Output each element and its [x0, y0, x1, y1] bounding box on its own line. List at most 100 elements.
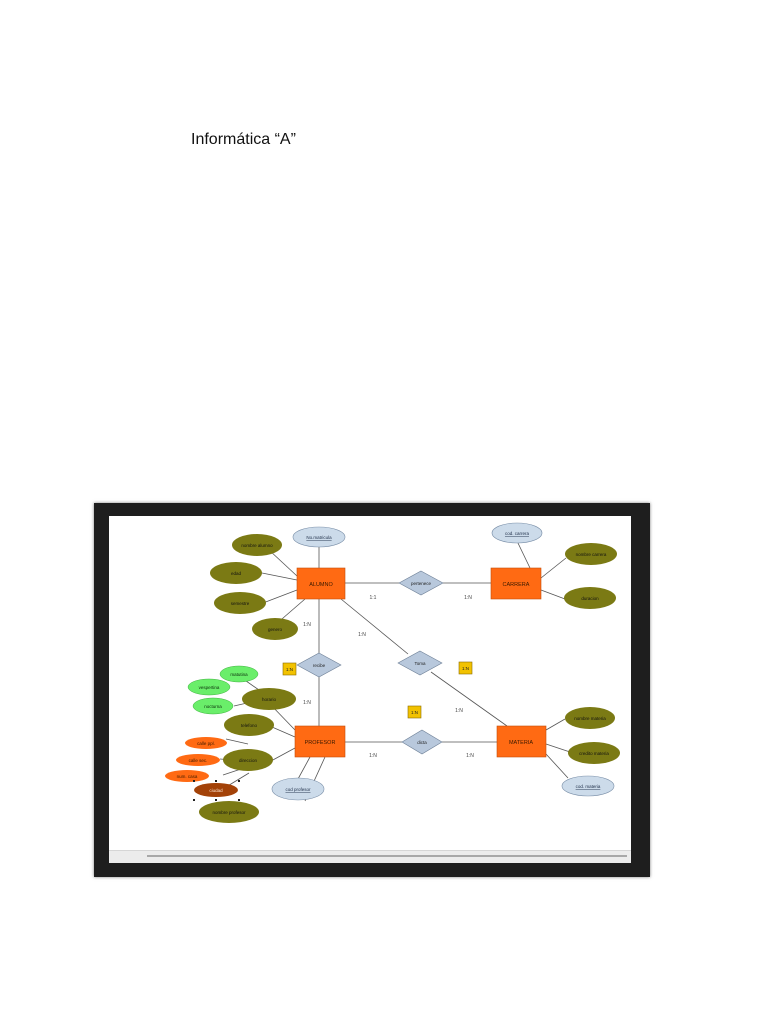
attribute-label: vespertina: [199, 685, 220, 690]
attribute-ellipse: [224, 714, 274, 736]
entity-profesor: PROFESOR: [294, 725, 346, 758]
attribute-credito-materia: credito materia: [568, 742, 620, 764]
cardinality-label: 1:N: [464, 595, 472, 601]
attribute-ellipse: [232, 534, 282, 556]
cardinality-label: 1:N: [455, 708, 463, 714]
cardinality-box-label: 1:N: [286, 667, 293, 672]
attribute-ellipse: [252, 618, 298, 640]
er-diagram: ALUMNO CARRERA PROFESOR MATERIA pertenec…: [165, 522, 620, 823]
entity-box: [296, 567, 346, 600]
attribute-cod-profesor: cod profesor: [271, 777, 325, 801]
relationship-label: Toma: [414, 661, 426, 666]
relationship-toma: Toma: [397, 650, 443, 676]
attribute-ellipse: [219, 665, 259, 683]
attribute-ellipse: [568, 742, 620, 764]
attribute-nombre-profesor: nombre profesor: [199, 801, 259, 823]
attribute-horario: horario: [242, 688, 296, 710]
relationship-diamond: [296, 652, 342, 678]
attribute-label: nombre materia: [574, 716, 606, 721]
attribute-label: horario: [262, 697, 277, 702]
cardinality-label: 1:N: [303, 622, 311, 628]
cardinality-box-label: 1:N: [462, 666, 469, 671]
attribute-label: nombre carrera: [576, 552, 607, 557]
attribute-ellipse: [210, 562, 262, 584]
selection-handles: [193, 780, 240, 801]
entity-alumno: ALUMNO: [296, 567, 346, 600]
attribute-ellipse: [564, 587, 616, 609]
attribute-label: edad: [231, 571, 242, 576]
entity-materia: MATERIA: [496, 725, 547, 758]
attribute-ellipse: [561, 775, 615, 797]
attribute-matutina: matutina: [219, 665, 259, 683]
cardinality-label: 1:1: [370, 595, 377, 601]
attribute-ellipse: [185, 737, 227, 749]
attribute-label: nombre profesor: [212, 810, 246, 815]
relationship-diamond: [398, 570, 444, 596]
cardinality-box-label: 1:N: [411, 710, 418, 715]
attribute-ellipse: [176, 754, 220, 766]
attribute-nombre-alumno: nombre alumno: [232, 534, 282, 556]
attribute-label: ciudad: [209, 788, 223, 793]
diagram-canvas: ALUMNO CARRERA PROFESOR MATERIA pertenec…: [109, 516, 631, 863]
document-title: Informática “A”: [191, 131, 296, 148]
attribute-ellipse: [565, 543, 617, 565]
entity-label: ALUMNO: [309, 582, 333, 588]
attribute-label: cod. materia: [576, 784, 601, 789]
cardinality-labels: 1:1 1:N 1:N 1:N 1:N 1:N 1:N 1:N: [303, 595, 474, 759]
entity-label: PROFESOR: [305, 740, 336, 746]
attribute-ellipse: [187, 678, 231, 696]
cardinality-label: 1:N: [369, 753, 377, 759]
attribute-label: No.matricula: [306, 535, 332, 540]
relationship-label: recibe: [313, 663, 326, 668]
attribute-label: calle sec.: [189, 758, 208, 763]
attribute-ellipse: [292, 526, 346, 548]
entity-box: [294, 725, 346, 758]
attribute-label: credito materia: [579, 751, 609, 756]
relationship-label: dicta: [417, 740, 427, 745]
attribute-label: calle ppl.: [197, 741, 215, 746]
attribute-direccion: direccion: [223, 749, 273, 771]
attribute-label: direccion: [239, 758, 258, 763]
entity-label: MATERIA: [509, 740, 533, 746]
attribute-ciudad-selected: ciudad: [193, 780, 240, 801]
entity-carrera: CARRERA: [490, 567, 542, 600]
attribute-nocturna: nocturna: [192, 697, 234, 715]
scrollbar-thumb[interactable]: [147, 855, 627, 857]
attribute-cod-materia: cod. materia: [561, 775, 615, 797]
attribute-label: matutina: [230, 672, 248, 677]
attribute-calle-ppal: calle ppl.: [185, 737, 227, 749]
attribute-num-casa: num. casa: [165, 770, 209, 782]
cardinality-box: 1:N: [407, 705, 422, 719]
attribute-label: genero: [268, 627, 283, 632]
entity-box: [490, 567, 542, 600]
relationship-recibe: recibe: [296, 652, 342, 678]
attribute-ellipse: [192, 697, 234, 715]
attribute-cod-carrera: cod. carrera: [491, 522, 543, 544]
cardinality-label: 1:N: [466, 753, 474, 759]
attribute-no-matricula: No.matricula: [292, 526, 346, 548]
attribute-ellipse: [242, 688, 296, 710]
attribute-semestre: semestre: [214, 592, 266, 614]
attribute-label: nocturna: [204, 704, 222, 709]
attribute-duracion: duracion: [564, 587, 616, 609]
attribute-ellipse: [271, 777, 325, 801]
attribute-ellipse: [214, 592, 266, 614]
attribute-vespertina: vespertina: [187, 678, 231, 696]
attribute-label: cod. carrera: [505, 531, 530, 536]
relationship-diamond: [397, 650, 443, 676]
relationship-pertenece: pertenece: [398, 570, 444, 596]
relationship-label: pertenece: [411, 581, 432, 586]
attribute-nombre-carrera: nombre carrera: [565, 543, 617, 565]
attribute-ellipse: [165, 770, 209, 782]
attribute-label: duracion: [581, 596, 599, 601]
entity-box: [496, 725, 547, 758]
relationship-dicta: dicta: [401, 729, 443, 755]
attribute-nombre-materia: nombre materia: [565, 707, 615, 729]
attribute-ellipse: [565, 707, 615, 729]
cardinality-box: 1:N: [458, 661, 473, 675]
attribute-label: semestre: [231, 601, 250, 606]
attribute-genero: genero: [252, 618, 298, 640]
cardinality-label: 1:N: [358, 632, 366, 638]
attribute-ellipse: [491, 522, 543, 544]
cardinality-box: 1:N: [282, 662, 297, 676]
